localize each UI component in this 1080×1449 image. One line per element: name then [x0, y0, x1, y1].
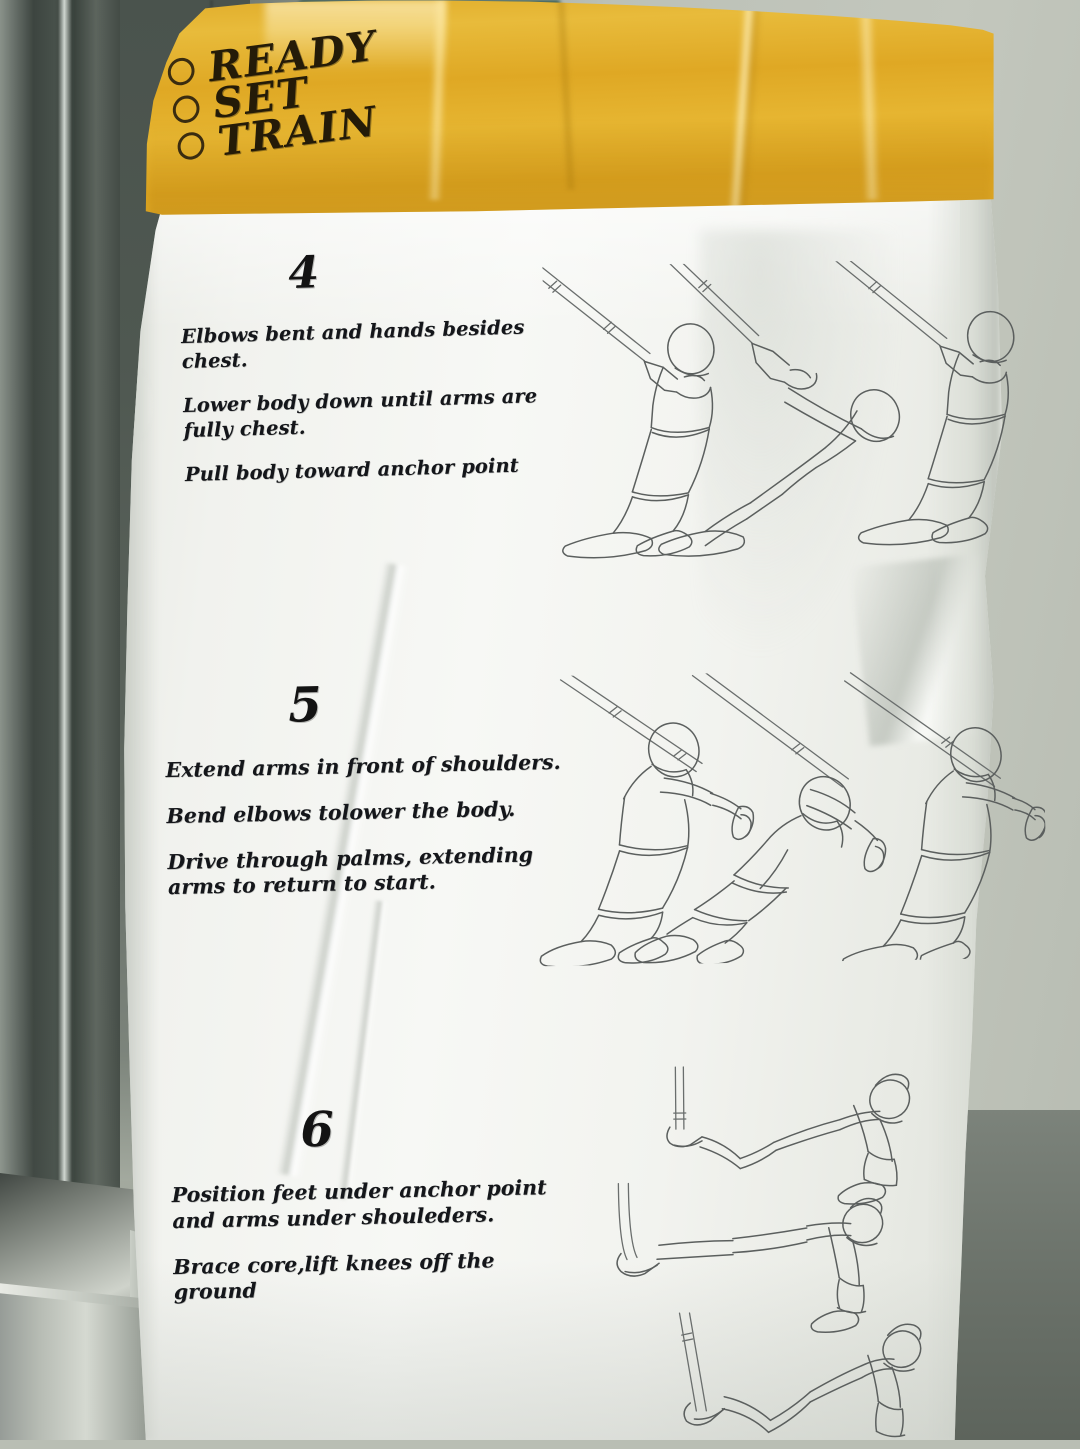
step-4-line-1: Elbows bent and hands besides chest. — [180, 315, 525, 373]
step-4-block: 4 Elbows bent and hands besides chest. L… — [173, 245, 559, 488]
step-5-line-3: Drive through palms, extending arms to r… — [167, 842, 534, 900]
step-4-line-2: Lower body down until arms are fully che… — [182, 384, 538, 442]
step-6-line-2: Brace core,lift knees off the ground — [173, 1248, 495, 1305]
glass-highlight — [58, 0, 72, 1215]
step-6-line-1: Position feet under anchor point and arm… — [171, 1175, 547, 1233]
step-4-line-3: Pull body toward anchor point — [184, 454, 520, 487]
step-5-block: 5 Extend arms in front of shoulders. Ben… — [158, 676, 572, 902]
step-6-illustration — [603, 1060, 1006, 1448]
step-5-line-1: Extend arms in front of shoulders. — [165, 749, 561, 783]
step-5-illustration — [523, 667, 1048, 967]
step-5-line-2: Bend elbows tolower the body. — [166, 796, 516, 828]
step-4-instructions: Elbows bent and hands besides chest. Low… — [181, 315, 559, 488]
step-4-number: 4 — [287, 247, 320, 300]
step-4-illustration — [542, 257, 1047, 567]
step-5-instructions: Extend arms in front of shoulders. Bend … — [165, 750, 572, 902]
step-6-number: 6 — [299, 1101, 335, 1159]
step-6-block: 6 Position feet under anchor point and a… — [160, 1101, 574, 1307]
step-6-instructions: Position feet under anchor point and arm… — [172, 1175, 574, 1307]
